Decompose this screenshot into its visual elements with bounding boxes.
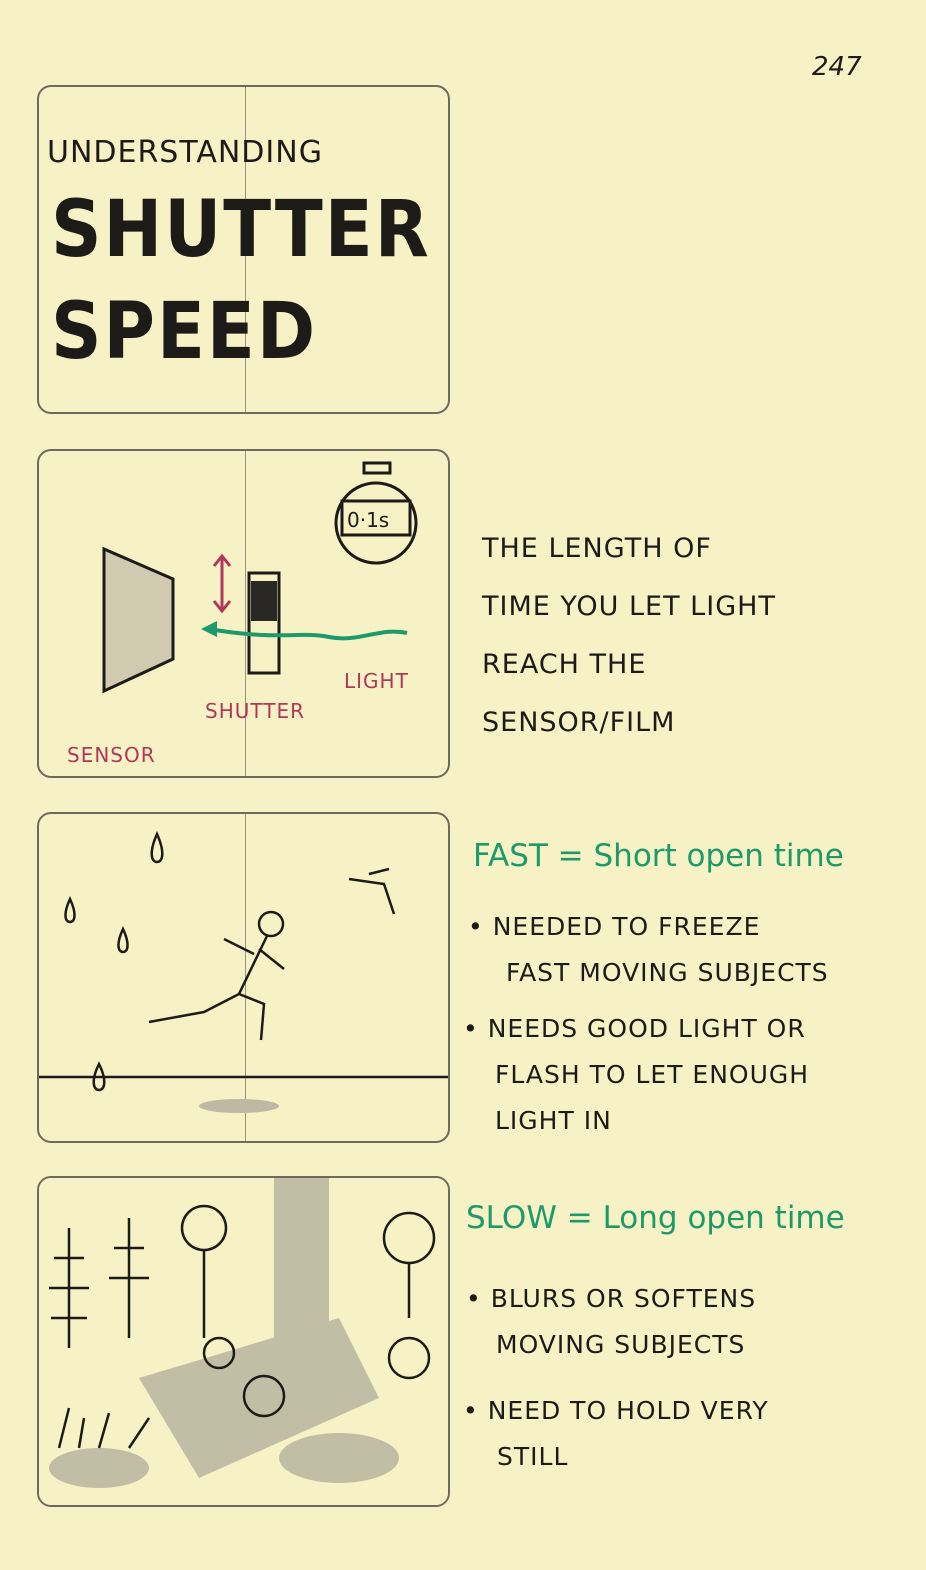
- shutter-diagram: 0·1s: [102, 461, 418, 694]
- title-line-3: SPEED: [51, 287, 318, 377]
- title-line-1: UNDERSTANDING: [47, 135, 323, 170]
- runner-icon: [148, 935, 285, 1041]
- shutter-diagram-panel: 0·1s LIGHT SHUTTER SENSOR: [37, 449, 450, 778]
- shutter-label: SHUTTER: [205, 699, 305, 723]
- fast-shutter-panel: [37, 812, 450, 1143]
- slow-shutter-panel: [37, 1176, 450, 1507]
- waterfall-forest-illustration: [39, 1178, 448, 1505]
- slow-heading: SLOW = Long open time: [466, 1200, 845, 1236]
- stopwatch-icon: [334, 461, 418, 565]
- up-down-arrow-icon: [212, 553, 232, 614]
- raindrop-icon: [150, 830, 164, 864]
- title-panel: UNDERSTANDING SHUTTER SPEED: [37, 85, 450, 414]
- rock-icon: [242, 1374, 286, 1418]
- shutter-icon: [247, 571, 281, 675]
- stopwatch-readout: 0·1s: [347, 508, 389, 532]
- fast-heading: FAST = Short open time: [473, 838, 844, 874]
- running-figure-illustration: [39, 830, 448, 1113]
- sensor-label: SENSOR: [67, 743, 156, 767]
- page-number: 247: [812, 52, 862, 82]
- light-label: LIGHT: [344, 669, 409, 693]
- tree-icon: [49, 1228, 89, 1348]
- title-line-2: SHUTTER: [51, 185, 431, 275]
- light-wave-icon: [208, 627, 408, 641]
- bird-icon: [348, 867, 396, 915]
- sensor-icon: [102, 546, 175, 694]
